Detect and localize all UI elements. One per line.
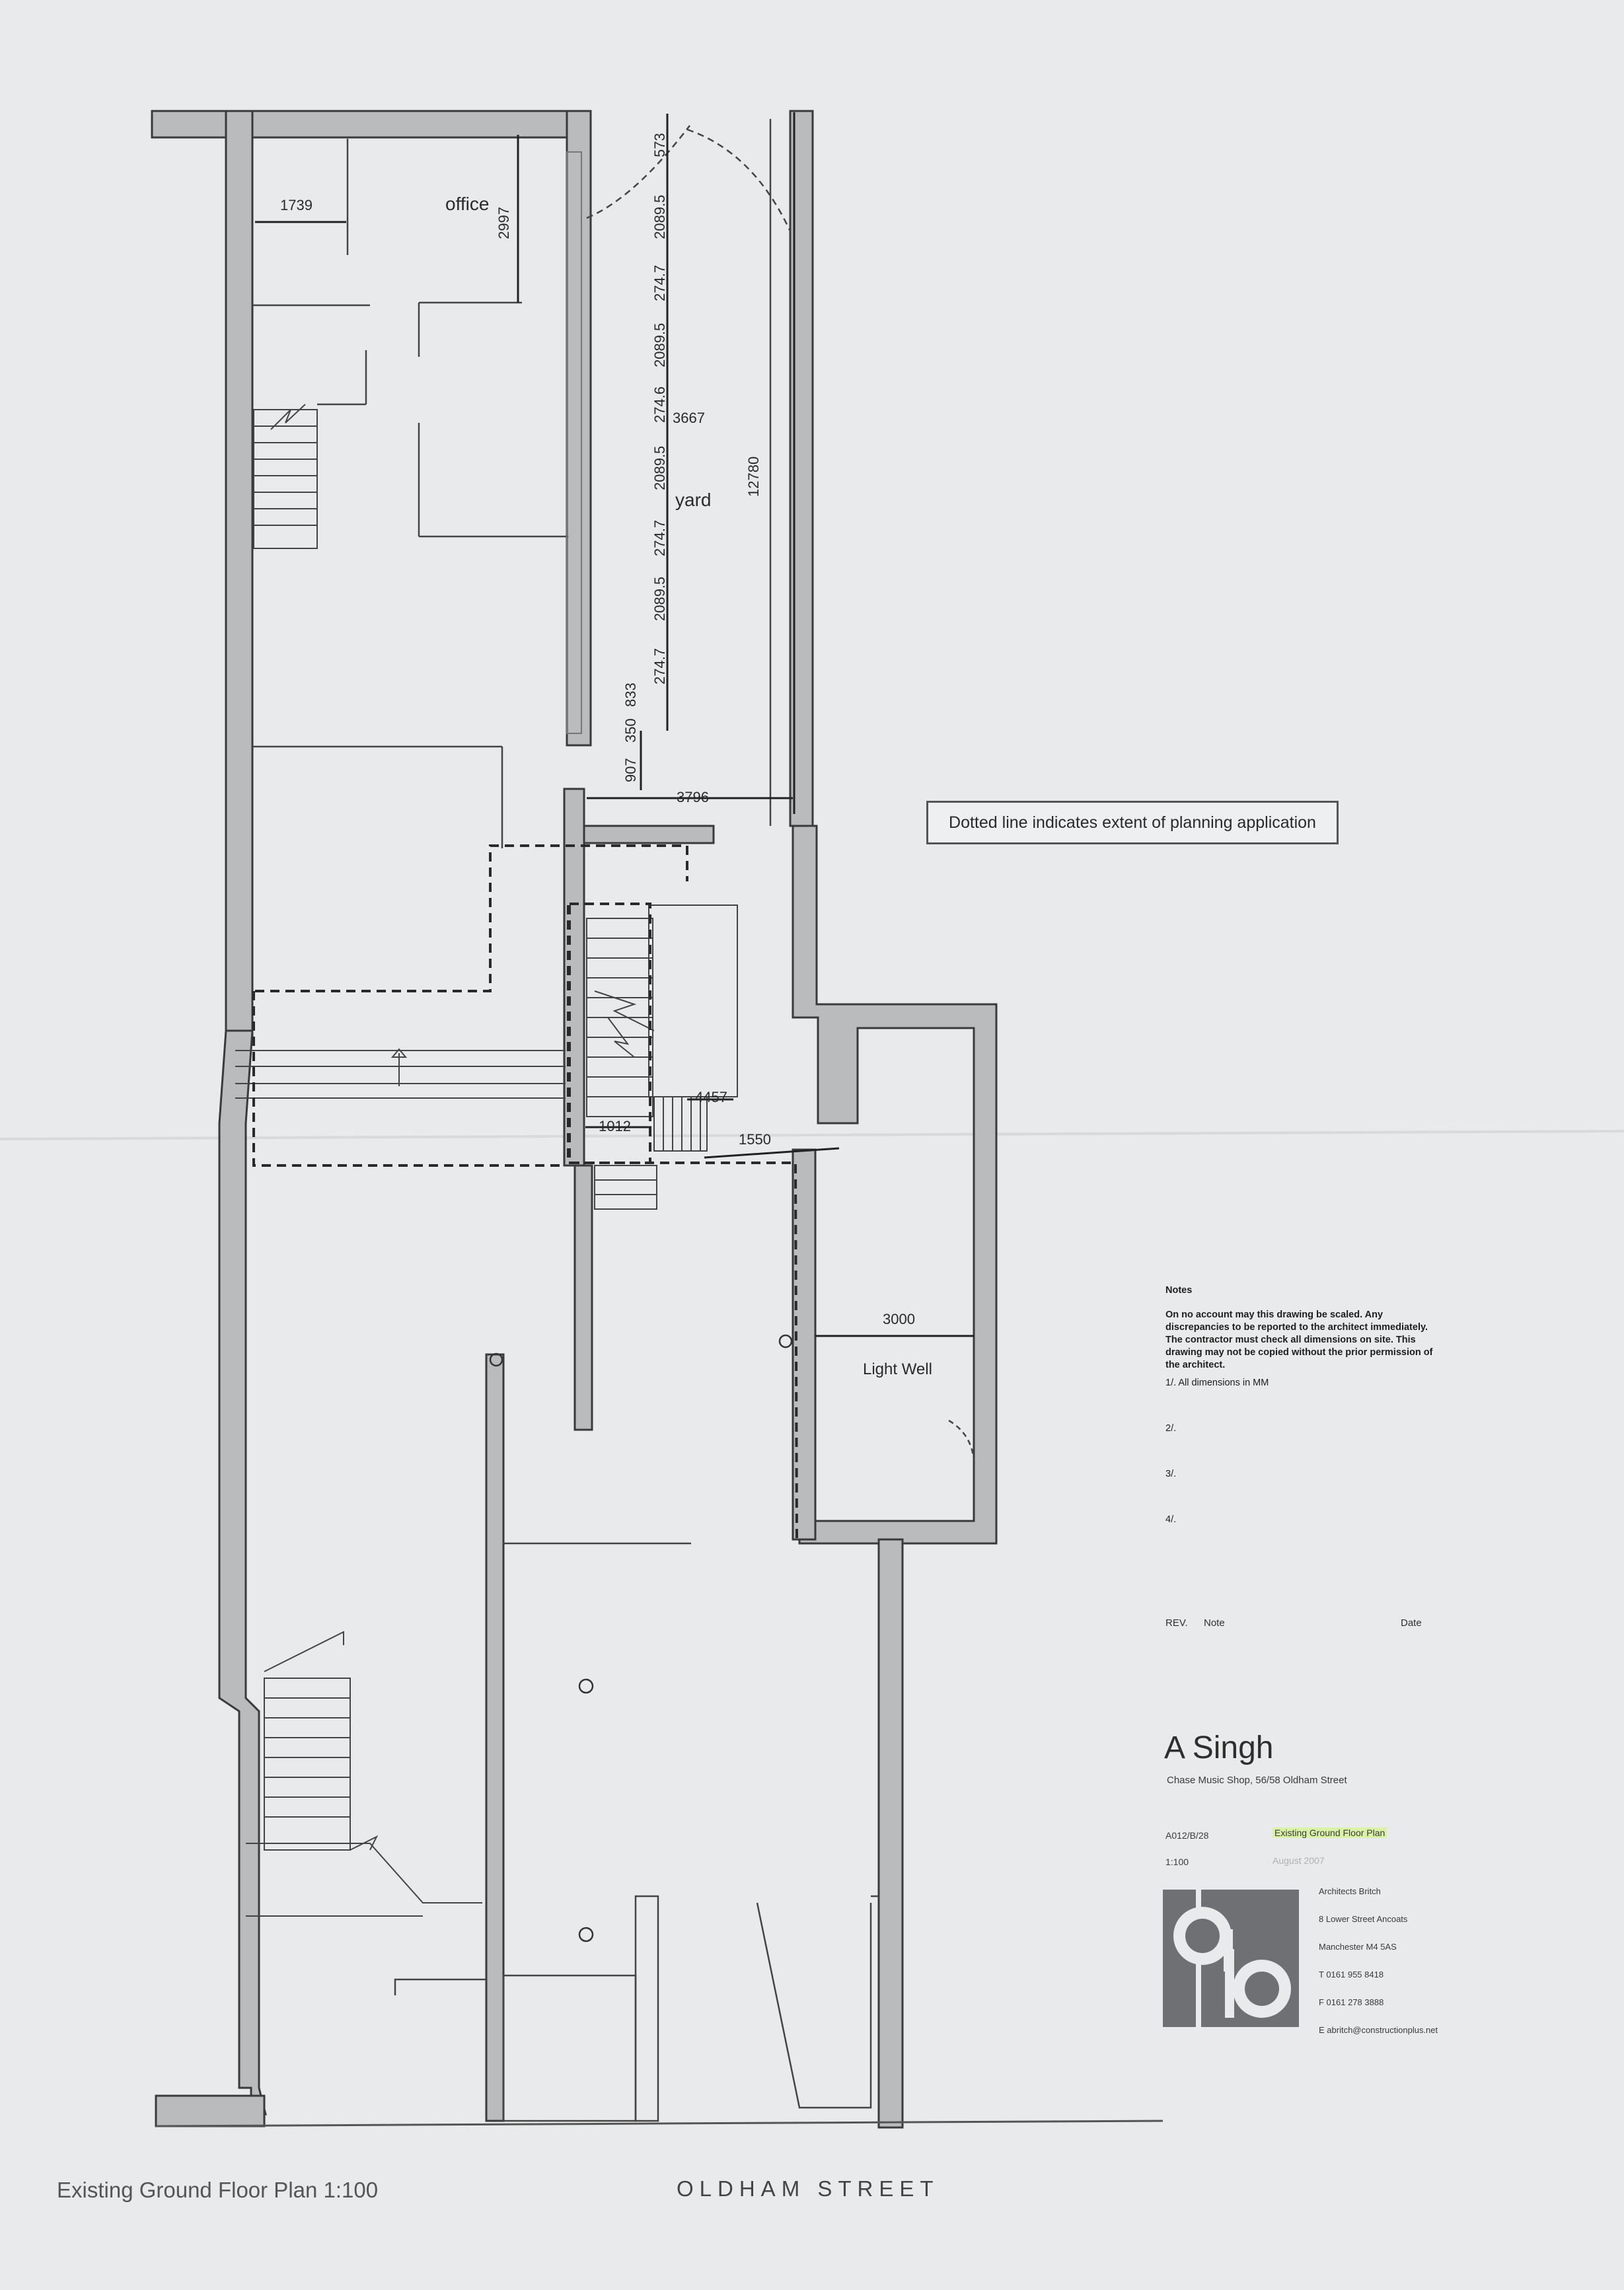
address-line: F 0161 278 3888 (1319, 1997, 1384, 2007)
wall-light-well (792, 825, 998, 1545)
front-building-line (155, 2120, 1163, 2127)
column-1 (578, 1678, 594, 1694)
client-name: A Singh (1164, 1730, 1274, 1765)
dim-1550: 1550 (739, 1131, 771, 1148)
planning-extent-stair (568, 903, 651, 1164)
rear-window-strip (566, 151, 582, 734)
dim-12780: 12780 (745, 457, 762, 497)
dim-2089-a: 2089.5 (651, 195, 668, 239)
address-line: E abritch@constructionplus.net (1319, 2025, 1438, 2035)
address-line: 8 Lower Street Ancoats (1319, 1914, 1408, 1924)
column-2 (578, 1927, 594, 1942)
stair-central (586, 905, 738, 1210)
note-item-4: 4/. (1165, 1514, 1177, 1525)
dim-2089-c: 2089.5 (651, 446, 668, 490)
wall-left-foot (155, 2094, 266, 2127)
address-line: Manchester M4 5AS (1319, 1942, 1397, 1952)
dim-274-b: 274.6 (651, 387, 668, 423)
wall-left-upper (225, 110, 254, 1037)
stair-lower (246, 1631, 482, 1917)
dim-274-a: 274.7 (651, 265, 668, 301)
drawing-number: A012/B/28 (1165, 1830, 1209, 1841)
drawing-name-text: Existing Ground Floor Plan (1273, 1828, 1387, 1838)
room-label-light-well: Light Well (863, 1360, 932, 1378)
drawing-date: August 2007 (1273, 1855, 1325, 1866)
yard-door-swing (586, 125, 690, 219)
dim-833: 833 (622, 683, 639, 707)
drawing-scale: 1:100 (1165, 1857, 1189, 1867)
architect-logo (1163, 1890, 1299, 2027)
planning-extent-left (252, 991, 566, 1167)
planning-extent-core (567, 905, 798, 1540)
yard-gate-swing (686, 128, 792, 232)
dim-350: 350 (622, 718, 639, 743)
address-line: T 0161 955 8418 (1319, 1970, 1384, 1979)
drawing-name: Existing Ground Floor Plan (1273, 1828, 1387, 1838)
dim-907: 907 (622, 758, 639, 782)
wall-mid-partition (485, 1353, 505, 2122)
wall-core-top (583, 825, 715, 844)
wall-core-lower (573, 1164, 593, 1431)
wall-left-lower (218, 1029, 267, 2116)
dim-274-c: 274.7 (651, 520, 668, 556)
column-3 (778, 1334, 793, 1348)
notes-heading: Notes (1165, 1285, 1193, 1296)
lower-partitions (394, 1542, 879, 2122)
rev-date-label: Date (1401, 1617, 1422, 1629)
planning-extent-upper (255, 844, 688, 992)
wall-top (151, 110, 592, 139)
note-item-2: 2/. (1165, 1423, 1177, 1434)
lightwell-door-swing (948, 1419, 975, 1461)
dim-1012: 1012 (599, 1118, 631, 1134)
dim-2089-d: 2089.5 (651, 577, 668, 621)
dim-2089-b: 2089.5 (651, 323, 668, 367)
dim-3796: 3796 (677, 789, 709, 805)
room-label-office: office (445, 194, 489, 214)
note-item-3: 3/. (1165, 1469, 1177, 1479)
drawing-title: Existing Ground Floor Plan 1:100 (57, 2178, 379, 2202)
column-4 (489, 1352, 503, 1367)
rev-label: REV. (1165, 1617, 1188, 1629)
ramp (235, 1048, 566, 1099)
rev-note-label: Note (1204, 1617, 1225, 1629)
dim-3667: 3667 (673, 410, 705, 426)
wall-rear-block (566, 110, 592, 747)
room-label-yard: yard (675, 490, 711, 510)
stair-upper (253, 404, 318, 549)
wall-light-well-left (792, 1148, 817, 1541)
dim-1739: 1739 (280, 197, 313, 213)
note-item-1: 1/. All dimensions in MM (1165, 1378, 1269, 1388)
dim-274-d: 274.7 (651, 648, 668, 684)
dim-573: 573 (651, 133, 668, 157)
notes-body: On no account may this drawing be scaled… (1165, 1310, 1433, 1370)
wall-right-lower (877, 1538, 904, 2129)
planning-extent-callout: Dotted line indicates extent of planning… (926, 801, 1339, 844)
street-name: OLDHAM STREET (677, 2176, 940, 2201)
paper-fold-line (0, 1130, 1624, 1140)
address-line: Architects Britch (1319, 1886, 1381, 1896)
dim-2997: 2997 (496, 207, 512, 239)
dim-3000: 3000 (883, 1311, 915, 1327)
dimension-lines (255, 112, 974, 1337)
dim-4457: 4457 (695, 1089, 727, 1105)
project-name: Chase Music Shop, 56/58 Oldham Street (1167, 1775, 1347, 1786)
notes-panel: Notes On no account may this drawing be … (1165, 1284, 1443, 1526)
